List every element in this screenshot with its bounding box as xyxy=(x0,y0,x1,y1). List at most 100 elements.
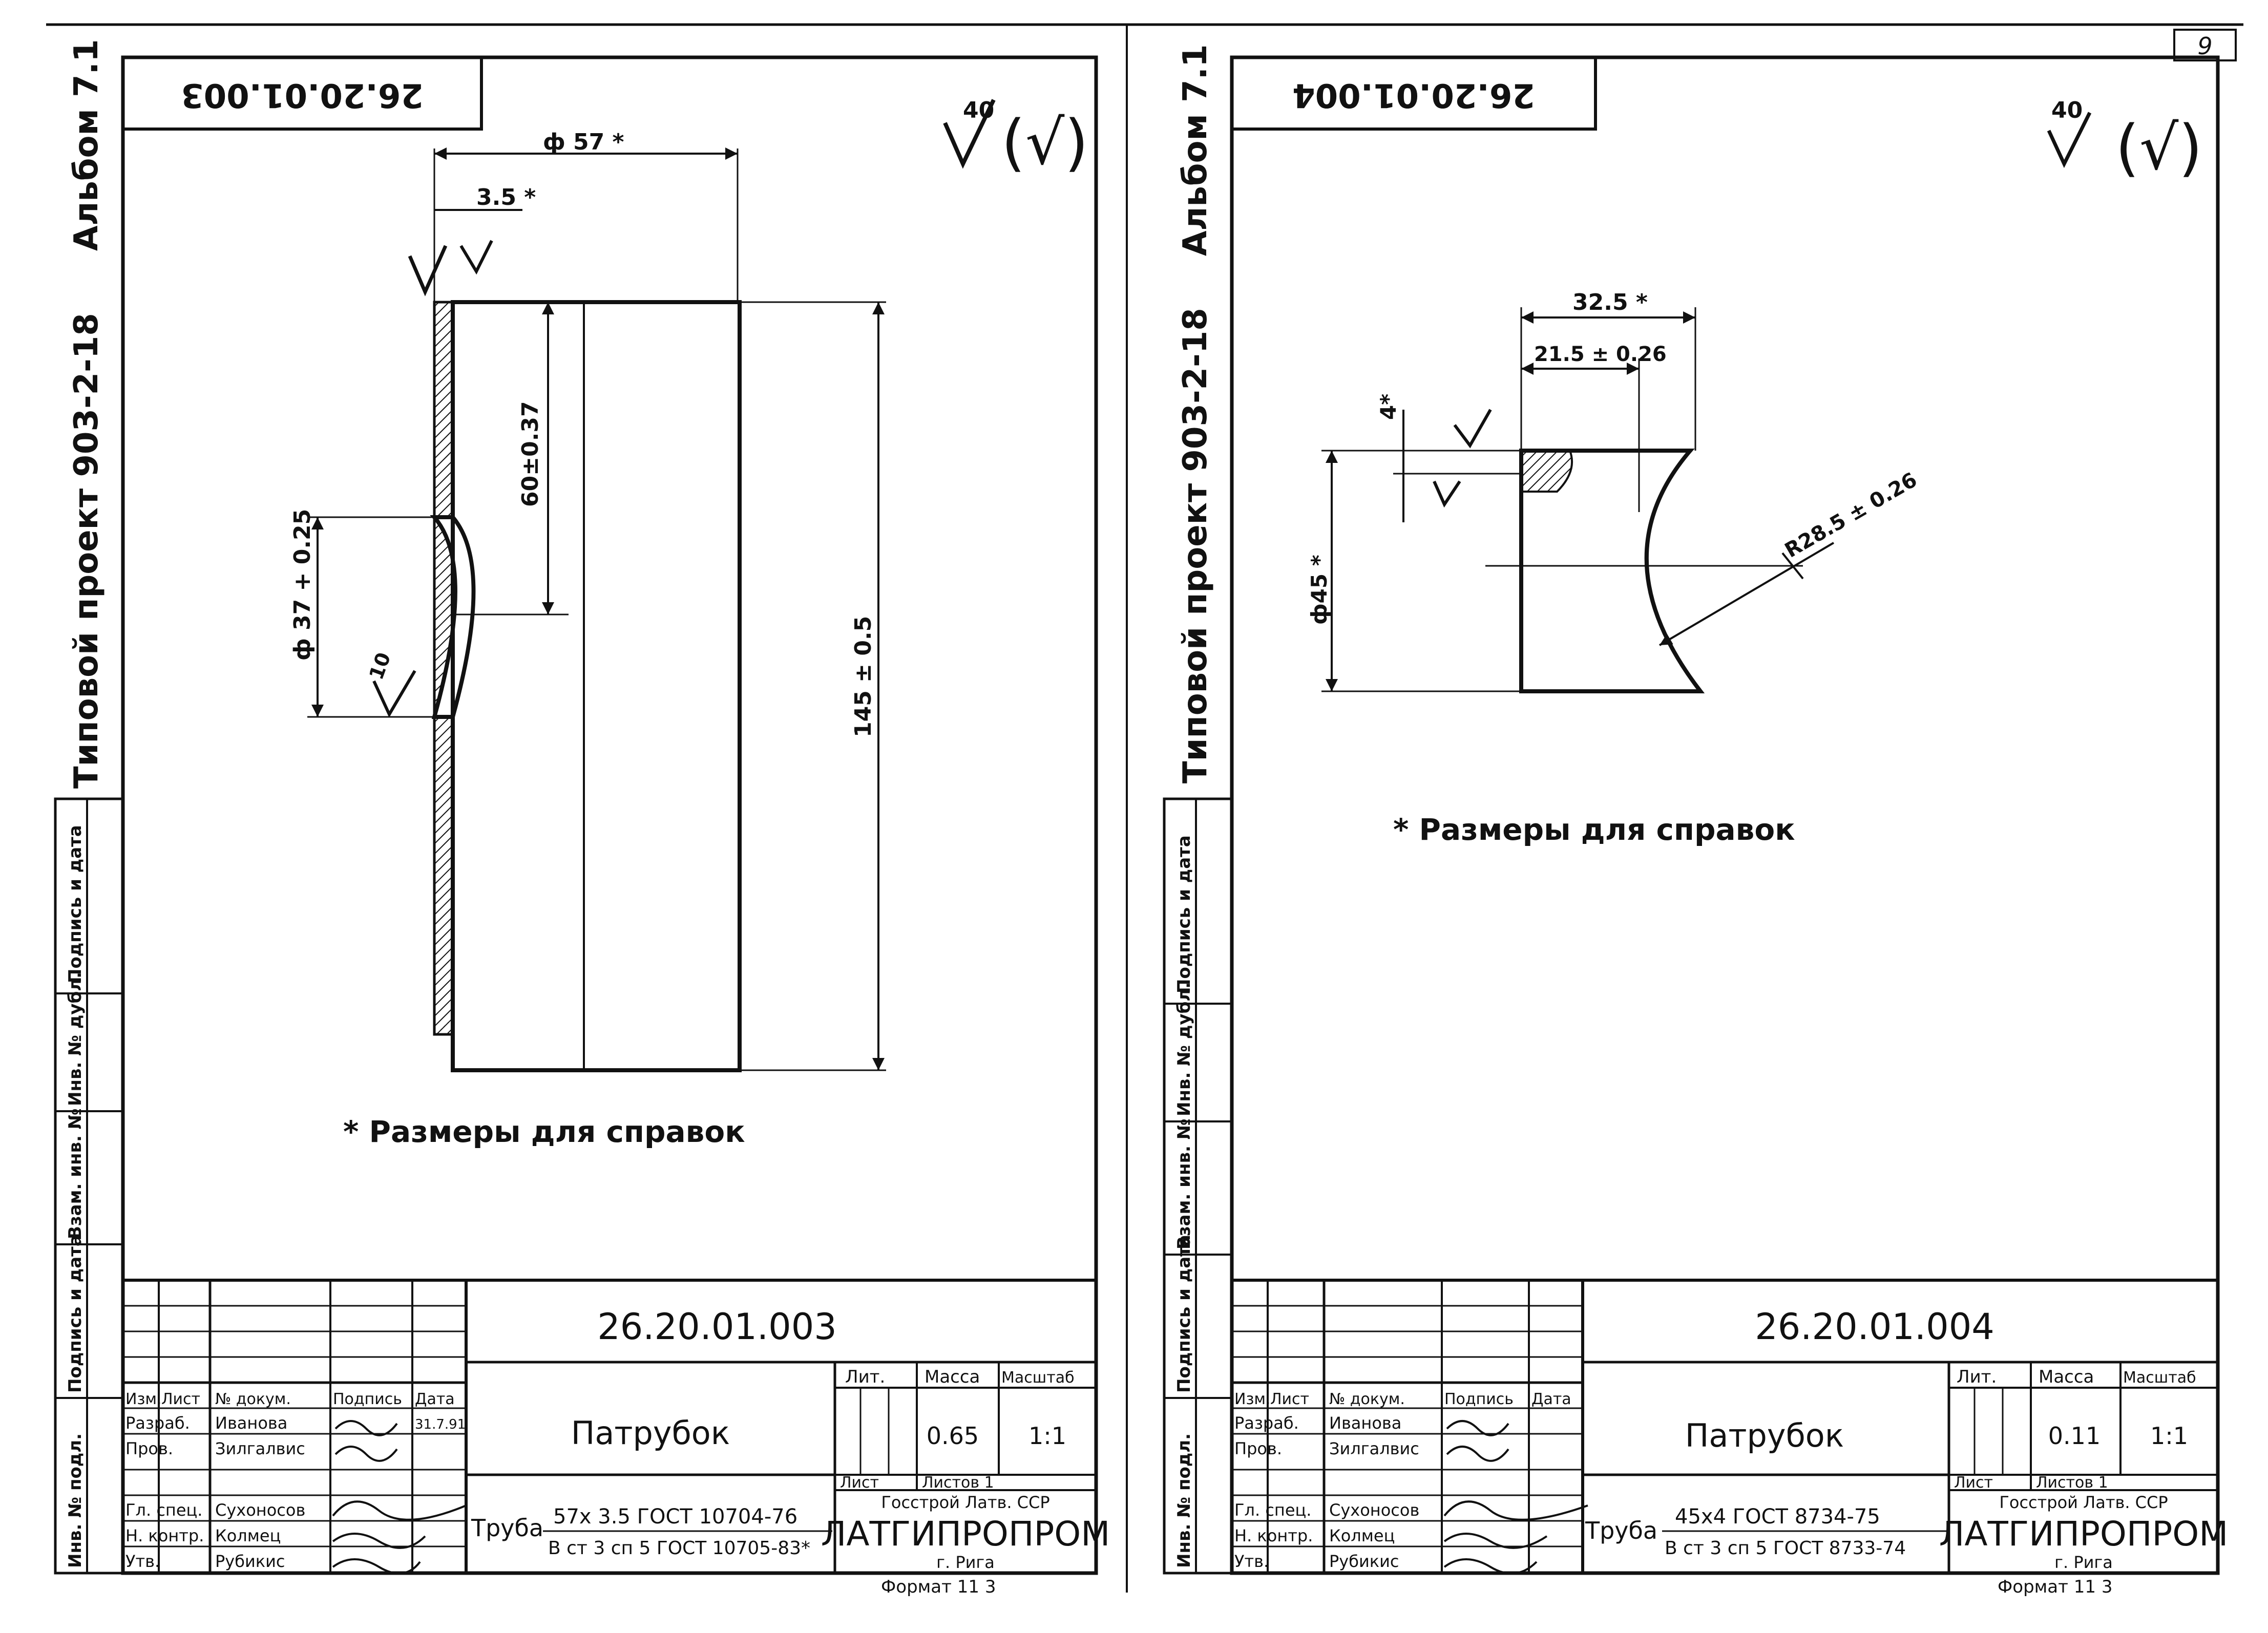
sidebar-label: Подпись и дата xyxy=(65,1235,86,1393)
tb-person: Колмец xyxy=(1329,1526,1395,1545)
page-number: 9 xyxy=(2197,32,2212,60)
material-grade: В ст 3 сп 5 ГОСТ 8733-74 xyxy=(1665,1538,1906,1559)
sidebar-label: Подпись и дата xyxy=(65,825,86,983)
tb-role: Разраб. xyxy=(125,1413,190,1433)
tb-header-izm: Изм. xyxy=(125,1390,162,1408)
scale-header: Масштаб xyxy=(2123,1369,2196,1387)
material-label: Труба xyxy=(1585,1517,1657,1544)
sheets-header: Листов 1 xyxy=(922,1474,994,1492)
drawing-number: 26.20.01.004 xyxy=(1755,1306,1994,1348)
material-spec: 57x 3.5 ГОСТ 10704-76 xyxy=(553,1505,797,1529)
part-drawing: ф 57 * 3.5 * 60±0.37 ф 37 + 0.25 10 145 … xyxy=(289,129,886,1072)
dim-outer: ф 57 * xyxy=(543,129,624,155)
tb-role: Разраб. xyxy=(1234,1413,1299,1433)
sidebar-label: Инв. № подл. xyxy=(1174,1433,1194,1568)
project-label: Типовой проект 903-2-18 xyxy=(1177,308,1214,783)
tb-role: Утв. xyxy=(125,1552,160,1571)
tb-person: Иванова xyxy=(1329,1413,1401,1433)
sheet-header: Лист xyxy=(1954,1474,1993,1492)
project-label: Типовой проект 903-2-18 xyxy=(68,313,106,789)
material-grade: В ст 3 сп 5 ГОСТ 10705-83* xyxy=(548,1538,810,1559)
reference-note: * Размеры для справок xyxy=(343,1114,745,1149)
tb-header-sign: Подпись xyxy=(333,1390,402,1408)
drawing-number: 26.20.01.003 xyxy=(597,1306,837,1348)
tb-header-doc: № докум. xyxy=(215,1390,291,1408)
tb-person: Сухоносов xyxy=(1329,1500,1419,1520)
tb-person: Колмец xyxy=(215,1526,281,1545)
dim-cut: 21.5 ± 0.26 xyxy=(1534,343,1667,366)
tb-role: Гл. спец. xyxy=(125,1500,202,1520)
dim-hole-pos: 60±0.37 xyxy=(517,401,543,507)
tb-role: Гл. спец. xyxy=(1234,1500,1311,1520)
tb-role: Утв. xyxy=(1234,1552,1269,1571)
footer-format: Формат 11 3 xyxy=(881,1577,996,1597)
mass-header: Масса xyxy=(2039,1367,2094,1387)
tb-person: Сухоносов xyxy=(215,1500,305,1520)
album-label: Альбом 7.1 xyxy=(68,39,106,251)
sheet-header: Лист xyxy=(840,1474,879,1492)
tb-person: Рубикис xyxy=(215,1552,285,1571)
tb-person: Рубикис xyxy=(1329,1552,1399,1571)
sidebar-label: Инв. № дубл. xyxy=(65,972,86,1106)
svg-text:40: 40 xyxy=(2051,97,2083,123)
org-city: г. Рига xyxy=(2054,1553,2113,1572)
svg-text:(√): (√) xyxy=(1001,108,1088,179)
dim-wall: 4* xyxy=(1376,394,1401,420)
sidebar-label: Подпись и дата xyxy=(1174,1235,1194,1393)
page-number-box xyxy=(2173,29,2237,61)
scale-value: 1:1 xyxy=(2150,1422,2188,1450)
material-spec: 45x4 ГОСТ 8734-75 xyxy=(1675,1505,1880,1529)
tb-role: Пров. xyxy=(125,1439,173,1458)
title-block: Изм. Лист № докум. Подпись Дата Разраб. … xyxy=(1230,1279,2228,1575)
roughness-symbol: 40 (√) xyxy=(2047,97,2202,184)
mirrored-code: 26.20.01.003 xyxy=(181,76,424,114)
org-logo: ЛАТГИПРОПРОМ xyxy=(1939,1514,2228,1554)
tb-person: Зилгалвис xyxy=(1329,1439,1419,1458)
mass-value: 0.65 xyxy=(927,1422,979,1450)
sidebar-label: Взам. инв. № xyxy=(65,1108,86,1239)
sidebar-label: Инв. № подл. xyxy=(65,1433,86,1568)
sheet-left: 26.20.01.003 Альбом 7.1 Типовой проект 9… xyxy=(54,39,1110,1597)
org-name: Госстрой Латв. ССР xyxy=(881,1493,1049,1512)
sidebar: Подпись и дата Инв. № дубл. Взам. инв. №… xyxy=(1163,797,1233,1575)
mirrored-code: 26.20.01.004 xyxy=(1292,76,1535,114)
tb-header-list: Лист xyxy=(161,1390,200,1408)
tb-header-list: Лист xyxy=(1270,1390,1309,1408)
stage-header: Лит. xyxy=(1957,1367,1997,1387)
tb-role: Пров. xyxy=(1234,1439,1282,1458)
dim-radius: R28.5 ± 0.26 xyxy=(1781,468,1921,563)
dim-hole-dia: ф 37 + 0.25 xyxy=(289,509,316,661)
footer-format: Формат 11 3 xyxy=(1998,1577,2112,1597)
roughness-symbol: 40 (√) xyxy=(943,97,1088,179)
roughness-10: 10 xyxy=(365,649,395,683)
tb-date: 31.7.91 xyxy=(415,1417,466,1432)
dim-width: 32.5 * xyxy=(1572,289,1648,315)
part-name: Патрубок xyxy=(1685,1417,1844,1454)
sidebar-label: Подпись и дата xyxy=(1174,835,1194,993)
sidebar-label: Взам. инв. № xyxy=(1174,1118,1194,1249)
org-name: Госстрой Латв. ССР xyxy=(1999,1493,2168,1512)
part-name: Патрубок xyxy=(571,1414,730,1452)
org-logo: ЛАТГИПРОПРОМ xyxy=(821,1514,1110,1554)
dim-wall: 3.5 * xyxy=(476,184,536,210)
sheet-right: 26.20.01.004 Альбом 7.1 Типовой проект 9… xyxy=(1163,45,2228,1597)
tb-header-doc: № докум. xyxy=(1329,1390,1405,1408)
sidebar-label: Инв. № дубл. xyxy=(1174,982,1194,1116)
sheets-header: Листов 1 xyxy=(2036,1474,2108,1492)
tb-header-date: Дата xyxy=(415,1390,455,1408)
scale-value: 1:1 xyxy=(1028,1422,1066,1450)
material-label: Труба xyxy=(471,1514,543,1542)
stage-header: Лит. xyxy=(845,1367,885,1387)
mass-value: 0.11 xyxy=(2048,1422,2101,1450)
reference-note: * Размеры для справок xyxy=(1393,812,1795,847)
tb-role: Н. контр. xyxy=(1234,1526,1313,1545)
tb-person: Зилгалвис xyxy=(215,1439,305,1458)
svg-text:(√): (√) xyxy=(2115,113,2202,184)
scale-header: Масштаб xyxy=(1001,1369,1075,1387)
tb-person: Иванова xyxy=(215,1413,287,1433)
tb-header-sign: Подпись xyxy=(1444,1390,1514,1408)
title-block: Изм. Лист № докум. Подпись Дата Разраб. … xyxy=(121,1279,1110,1575)
tb-header-izm: Изм. xyxy=(1234,1390,1271,1408)
mass-header: Масса xyxy=(925,1367,980,1387)
